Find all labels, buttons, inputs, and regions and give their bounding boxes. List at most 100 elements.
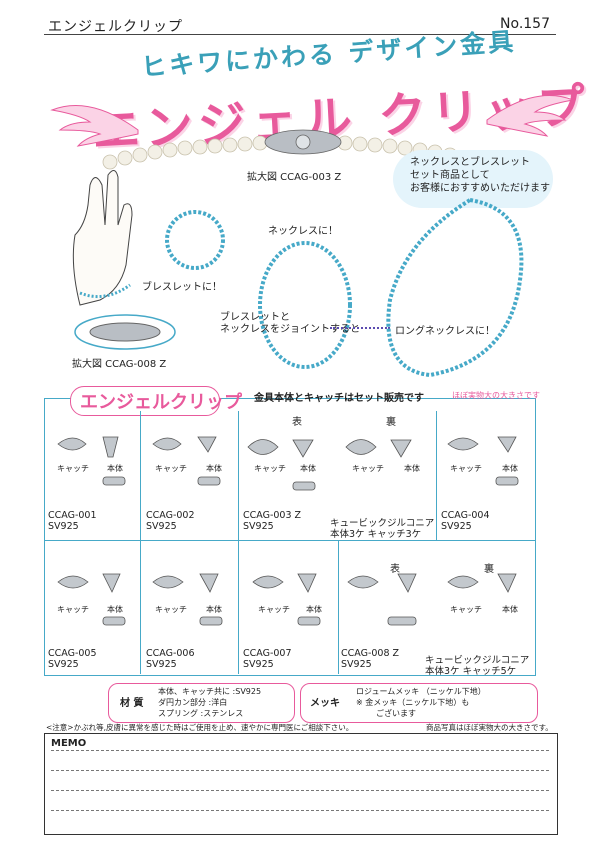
memo-title: MEMO bbox=[51, 738, 87, 749]
catalog-badge-text: エンジェルクリップ bbox=[80, 392, 242, 413]
note-line-2: 本体3ケ キャッチ3ケ bbox=[330, 529, 422, 540]
catch-label: キャッチ bbox=[57, 605, 89, 614]
grid-col-divider bbox=[238, 411, 239, 674]
wing-right-icon bbox=[486, 95, 575, 137]
caution-text: <注意>かぶれ等,皮膚に異常を感じた時はご使用を止め、速やかに専門医にご相談下さ… bbox=[46, 723, 354, 732]
note-line-1: キュービックジルコニア bbox=[425, 655, 530, 666]
metal-text: SV925 bbox=[146, 659, 177, 670]
catch-label: キャッチ bbox=[450, 605, 482, 614]
grid-col-divider bbox=[338, 540, 339, 674]
catalog-card bbox=[44, 398, 536, 676]
material-value: :洋白 bbox=[208, 698, 228, 707]
material-key: ダ円カン部分 bbox=[158, 698, 206, 707]
wing-left-icon bbox=[50, 105, 139, 147]
catalog-badge bbox=[70, 386, 220, 416]
grid-col-divider bbox=[436, 411, 437, 540]
cloud-line-2: セット商品として bbox=[410, 170, 490, 181]
back-label: 裏 bbox=[484, 564, 494, 575]
bracelet-label: ブレスレットに！ bbox=[142, 282, 222, 293]
product-note: キュービックジルコニア本体3ケ キャッチ3ケ bbox=[330, 518, 434, 540]
memo-line bbox=[51, 810, 549, 811]
long-necklace-icon bbox=[386, 197, 524, 378]
clasp-008-zoom-icon bbox=[74, 314, 176, 350]
joint-text: ブレスレットと ネックレスをジョイントすると bbox=[220, 312, 360, 336]
material-box bbox=[108, 683, 295, 723]
code-text: CCAG-001 bbox=[48, 510, 97, 521]
metal-text: SV925 bbox=[48, 659, 79, 670]
metal-text: SV925 bbox=[341, 659, 372, 670]
grid-col-divider bbox=[140, 540, 141, 674]
material-value: :ステンレス bbox=[200, 709, 244, 718]
body-label: 本体 bbox=[206, 464, 222, 473]
header-divider bbox=[44, 34, 556, 35]
code-text: CCAG-003 Z bbox=[243, 510, 302, 521]
catch-label: キャッチ bbox=[258, 605, 290, 614]
plating-label: メッキ bbox=[310, 698, 340, 709]
size-note: ほぼ実物大の大きさです bbox=[452, 391, 540, 400]
front-label: 表 bbox=[390, 564, 400, 575]
body-label: 本体 bbox=[300, 464, 316, 473]
note-line-1: キュービックジルコニア bbox=[330, 518, 435, 529]
plating-box bbox=[300, 683, 538, 723]
material-value: :SV925 bbox=[232, 687, 262, 696]
code-text: CCAG-007 bbox=[243, 648, 292, 659]
metal-text: SV925 bbox=[243, 659, 274, 670]
long-necklace-label: ロングネックレスに！ bbox=[395, 326, 495, 337]
code-text: CCAG-005 bbox=[48, 648, 97, 659]
cloud-bubble bbox=[393, 150, 553, 208]
memo-line bbox=[51, 770, 549, 771]
catch-label: キャッチ bbox=[57, 464, 89, 473]
photo-note: 商品写真はほぼ実物大の大きさです。 bbox=[426, 723, 553, 732]
body-label: 本体 bbox=[306, 605, 322, 614]
catch-label: キャッチ bbox=[254, 464, 286, 473]
metal-text: SV925 bbox=[441, 521, 472, 532]
code-text: CCAG-004 bbox=[441, 510, 490, 521]
grid-col-divider bbox=[140, 411, 141, 540]
metal-text: SV925 bbox=[243, 521, 274, 532]
code-text: CCAG-008 Z bbox=[341, 648, 400, 659]
necklace-loop-icon bbox=[258, 241, 352, 369]
joint-line-2: ネックレスをジョイントすると bbox=[220, 324, 360, 335]
page-number: No.157 bbox=[500, 16, 550, 32]
clasp-pictures bbox=[57, 436, 519, 626]
memo-line bbox=[51, 790, 549, 791]
product-note: キュービックジルコニア本体3ケ キャッチ5ケ bbox=[425, 655, 529, 677]
memo-line bbox=[51, 750, 549, 751]
metal-text: SV925 bbox=[146, 521, 177, 532]
joint-line-1: ブレスレットと bbox=[220, 312, 290, 323]
cloud-line-3: お客様におすすめいただけます bbox=[410, 183, 550, 194]
body-label: 本体 bbox=[107, 605, 123, 614]
body-label: 本体 bbox=[502, 605, 518, 614]
hand-icon bbox=[72, 170, 133, 306]
bracelet-icon bbox=[165, 210, 225, 270]
catch-label: キャッチ bbox=[155, 605, 187, 614]
set-note: 金具本体とキャッチはセット販売です bbox=[254, 393, 424, 404]
grid-row-divider bbox=[44, 540, 536, 541]
cloud-line-1: ネックレスとブレスレット bbox=[410, 157, 530, 168]
back-label: 裏 bbox=[386, 417, 396, 428]
material-label: 材 質 bbox=[120, 698, 144, 709]
cloud-text: ネックレスとブレスレット セット商品として お客様におすすめいただけます bbox=[410, 156, 550, 195]
body-label: 本体 bbox=[107, 464, 123, 473]
code-text: CCAG-006 bbox=[146, 648, 195, 659]
body-label: 本体 bbox=[502, 464, 518, 473]
catch-label: キャッチ bbox=[155, 464, 187, 473]
material-rows: 本体、キャッチ共に :SV925 ダ円カン部分 :洋白 スプリング :ステンレス bbox=[158, 686, 261, 719]
front-label: 表 bbox=[292, 417, 302, 428]
zoom-label-003: 拡大図 CCAG-003 Z bbox=[247, 172, 342, 183]
catch-label: キャッチ bbox=[352, 464, 384, 473]
body-label: 本体 bbox=[404, 464, 420, 473]
necklace-label: ネックレスに！ bbox=[268, 226, 338, 237]
plating-text: ロジュームメッキ （ニッケル下地） ※ 金メッキ（ニッケル下地）も ございます bbox=[356, 686, 486, 719]
plating-line-1: ロジュームメッキ （ニッケル下地） bbox=[356, 687, 486, 696]
plating-line-2: ※ 金メッキ（ニッケル下地）も bbox=[356, 698, 470, 707]
header-title: エンジェルクリップ bbox=[48, 19, 183, 35]
note-line-2: 本体3ケ キャッチ5ケ bbox=[425, 666, 517, 677]
